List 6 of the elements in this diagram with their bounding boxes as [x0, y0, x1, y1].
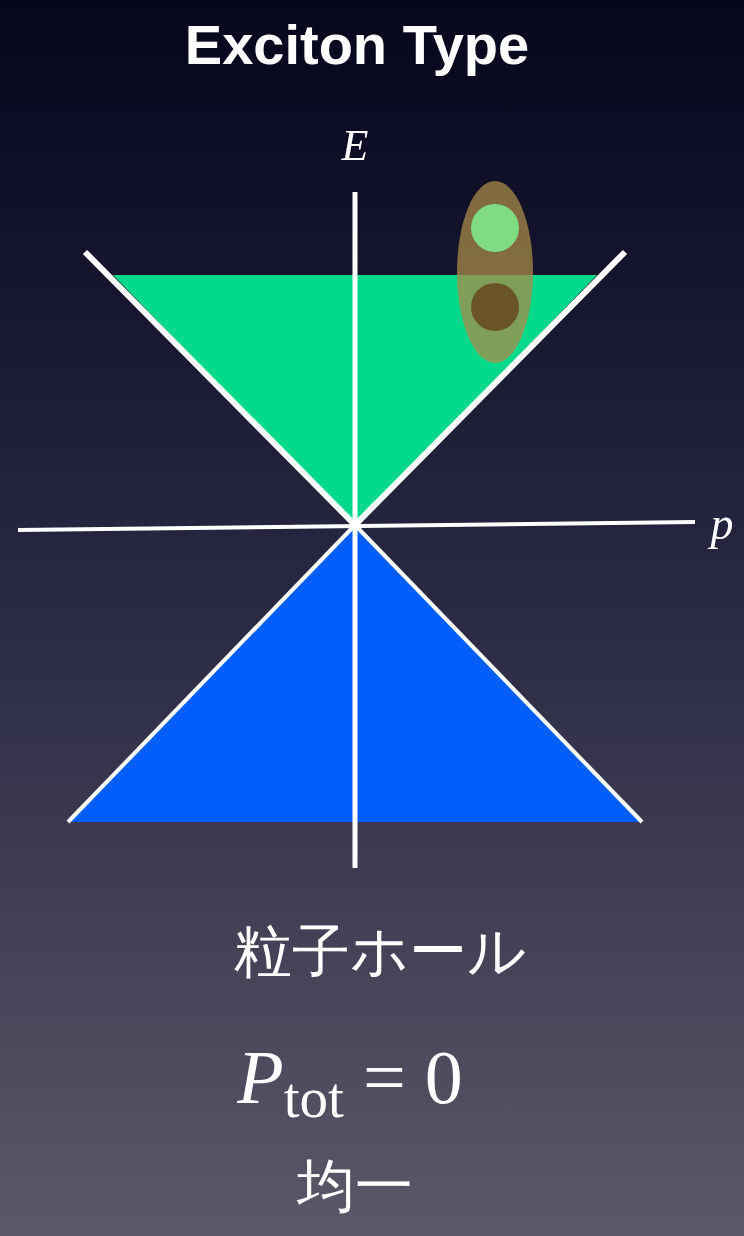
caption-text: 均一 [296, 1151, 414, 1222]
title: Exciton Type [183, 12, 531, 78]
axis-label: E [340, 120, 370, 172]
caption-text: 粒子ホール [233, 916, 527, 987]
axis-label: p [707, 497, 735, 551]
formula-text: P$_{tot}$ = 0 [236, 1034, 464, 1125]
